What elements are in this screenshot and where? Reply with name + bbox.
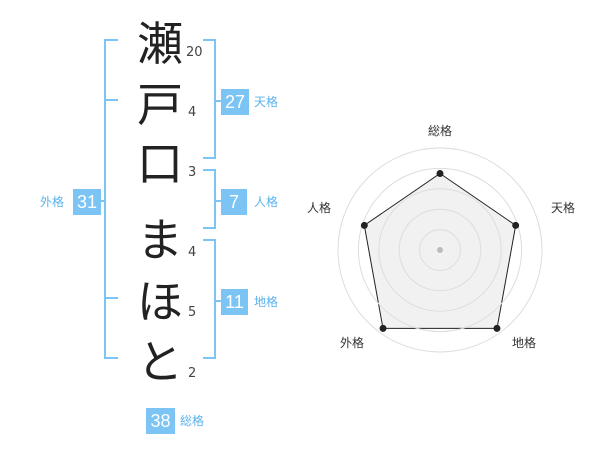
radar-point-3 — [493, 324, 501, 332]
gaikaku-label: 外格 — [40, 195, 65, 209]
name-char-2: 戸 — [137, 78, 183, 132]
jinkaku-bracket — [203, 169, 216, 229]
tenkaku-label: 天格 — [254, 95, 279, 109]
radar-point-1 — [436, 170, 444, 177]
stroke-count-5: 5 — [188, 305, 197, 320]
chikaku-label: 地格 — [254, 295, 279, 309]
radar-point-5 — [360, 221, 368, 229]
soukaku-label: 総格 — [180, 414, 205, 428]
stroke-count-2: 4 — [188, 105, 197, 120]
name-char-1: 瀬 — [137, 17, 183, 71]
radar-label-left: 人格 — [307, 200, 331, 215]
soukaku-value-badge: 38 — [146, 408, 175, 434]
radar-grid-ring — [398, 208, 482, 292]
radar-grid-ring — [337, 147, 543, 353]
name-char-3: 口 — [137, 137, 183, 191]
tenkaku-bracket — [203, 39, 216, 159]
jinkaku-value-badge: 7 — [221, 189, 247, 215]
name-char-6: と — [137, 335, 183, 389]
jinkaku-label: 人格 — [254, 195, 279, 209]
radar-point-2 — [512, 221, 520, 229]
chikaku-bracket — [203, 239, 216, 359]
chikaku-value-badge: 11 — [221, 289, 248, 315]
gaikaku-bracket — [104, 39, 118, 359]
name-char-5: ほ — [137, 275, 183, 329]
radar-grid-ring — [357, 167, 523, 333]
radar-label-top: 総格 — [428, 123, 452, 138]
stroke-count-6: 2 — [188, 366, 197, 381]
stroke-count-3: 3 — [188, 165, 197, 180]
radar-center-dot — [437, 247, 443, 253]
radar-label-right: 天格 — [551, 200, 575, 215]
radar-label-bottom-left: 外格 — [340, 335, 364, 350]
radar-grid-ring — [378, 188, 502, 312]
gaikaku-value-badge: 31 — [73, 189, 101, 215]
radar-points — [360, 170, 520, 332]
stroke-count-1: 20 — [186, 45, 203, 60]
stroke-count-4: 4 — [188, 245, 197, 260]
radar-grid-ring — [419, 229, 461, 271]
radar-label-bottom-right: 地格 — [512, 335, 536, 350]
radar-grid — [337, 147, 543, 353]
radar-point-4 — [379, 324, 387, 332]
name-char-4: ま — [137, 213, 183, 267]
tenkaku-value-badge: 27 — [221, 89, 249, 115]
